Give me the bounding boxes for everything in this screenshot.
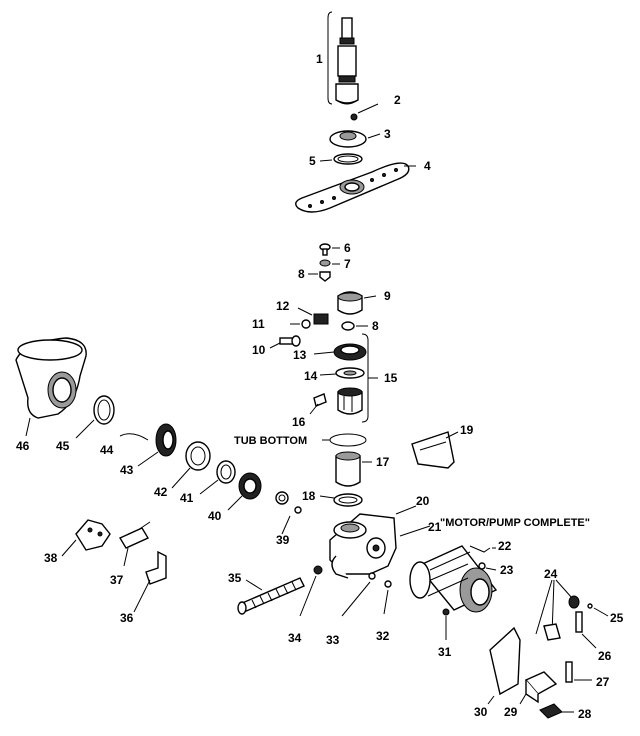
callout-6: 6 — [344, 241, 351, 255]
part-20-pump-housing — [329, 505, 417, 579]
part-19-cover — [411, 431, 459, 469]
tub-bottom-label: TUB BOTTOM — [234, 435, 307, 447]
part-3-hub — [329, 130, 381, 148]
motor-pump-complete-label: "MOTOR/PUMP COMPLETE" — [440, 517, 590, 529]
part-29-relay — [519, 671, 558, 705]
motor-assembly — [399, 525, 498, 640]
part-1-spray-tube — [335, 17, 359, 105]
part-24-26-brackets — [535, 579, 609, 649]
part-5-seal-ring — [319, 153, 363, 165]
callout-12: 12 — [276, 299, 290, 313]
callout-21: 21 — [428, 520, 442, 534]
part-39-plug — [275, 491, 302, 535]
part-13-chopper — [313, 343, 367, 361]
part-18-clamp — [319, 493, 363, 507]
callout-45: 45 — [56, 439, 70, 453]
part-15-filter — [337, 387, 363, 415]
callout-22: 22 — [498, 539, 512, 553]
callout-15: 15 — [384, 371, 398, 385]
part-22-23-clips — [469, 545, 497, 571]
callout-26: 26 — [598, 649, 612, 663]
callout-39: 39 — [276, 533, 290, 547]
callout-1: 1 — [316, 52, 323, 66]
callout-labels: 1 2 3 4 5 6 7 8 9 12 11 8 10 13 14 15 16… — [16, 52, 624, 721]
part-17-sleeve — [335, 451, 372, 487]
part-35-worm-shaft — [237, 577, 305, 615]
callout-29: 29 — [504, 705, 518, 719]
callout-37: 37 — [110, 573, 124, 587]
callout-40: 40 — [208, 509, 222, 523]
part-44-43-gear — [119, 423, 177, 467]
part-2-screw — [350, 103, 379, 121]
callout-25: 25 — [610, 611, 624, 625]
part-16-clip — [309, 393, 327, 415]
part-28-block — [539, 703, 574, 719]
callout-46: 46 — [16, 439, 30, 453]
part-42-gasket — [171, 441, 211, 489]
callout-5: 5 — [309, 154, 316, 168]
part-36-bracket — [133, 550, 167, 613]
part-41-ring — [199, 460, 236, 495]
part-9-housing — [337, 291, 377, 315]
callout-32: 32 — [376, 629, 390, 643]
callout-19: 19 — [460, 423, 474, 437]
callout-34: 34 — [288, 631, 302, 645]
part-11-washer — [290, 319, 311, 329]
callout-33: 33 — [326, 633, 340, 647]
callout-17: 17 — [376, 455, 390, 469]
callout-14: 14 — [304, 369, 318, 383]
part-4-spray-arm — [295, 162, 416, 213]
part-12-impeller — [297, 307, 329, 325]
tub-bottom-ring — [329, 433, 367, 447]
callout-8b: 8 — [372, 319, 379, 333]
callout-27: 27 — [596, 675, 610, 689]
part-30-mount — [487, 626, 521, 705]
callout-28: 28 — [578, 707, 592, 721]
part-33-34-fasteners — [299, 565, 392, 617]
part-46-sump — [15, 337, 87, 437]
part-14-ring — [319, 367, 365, 379]
part-40-bearing — [227, 472, 262, 511]
callout-43: 43 — [120, 463, 134, 477]
part-27-pin — [565, 661, 592, 683]
callout-3: 3 — [384, 127, 391, 141]
callout-20: 20 — [416, 494, 430, 508]
callout-44: 44 — [100, 443, 114, 457]
callout-16: 16 — [292, 415, 306, 429]
callout-24: 24 — [544, 567, 558, 581]
callout-42: 42 — [154, 485, 168, 499]
callout-38: 38 — [44, 551, 58, 565]
callout-4: 4 — [424, 159, 431, 173]
callout-41: 41 — [180, 491, 194, 505]
callout-18: 18 — [302, 489, 316, 503]
part-10-bolt — [269, 335, 301, 349]
part-8-nut — [341, 321, 368, 331]
callout-35: 35 — [228, 571, 242, 585]
callout-7: 7 — [344, 257, 351, 271]
callout-10: 10 — [252, 343, 266, 357]
callout-8a: 8 — [298, 267, 305, 281]
callout-2: 2 — [394, 93, 401, 107]
callout-30: 30 — [474, 705, 488, 719]
callout-9: 9 — [384, 289, 391, 303]
part-45-clamp — [75, 395, 115, 439]
part-37-switch — [118, 521, 151, 567]
bracket-1 — [327, 11, 333, 105]
callout-36: 36 — [120, 611, 134, 625]
callout-13: 13 — [293, 348, 307, 362]
callout-31: 31 — [438, 645, 452, 659]
part-38-switch-bracket — [61, 519, 111, 557]
callout-11: 11 — [252, 317, 265, 331]
callout-23: 23 — [500, 563, 514, 577]
parts-6-7-8-fasteners — [308, 243, 340, 282]
